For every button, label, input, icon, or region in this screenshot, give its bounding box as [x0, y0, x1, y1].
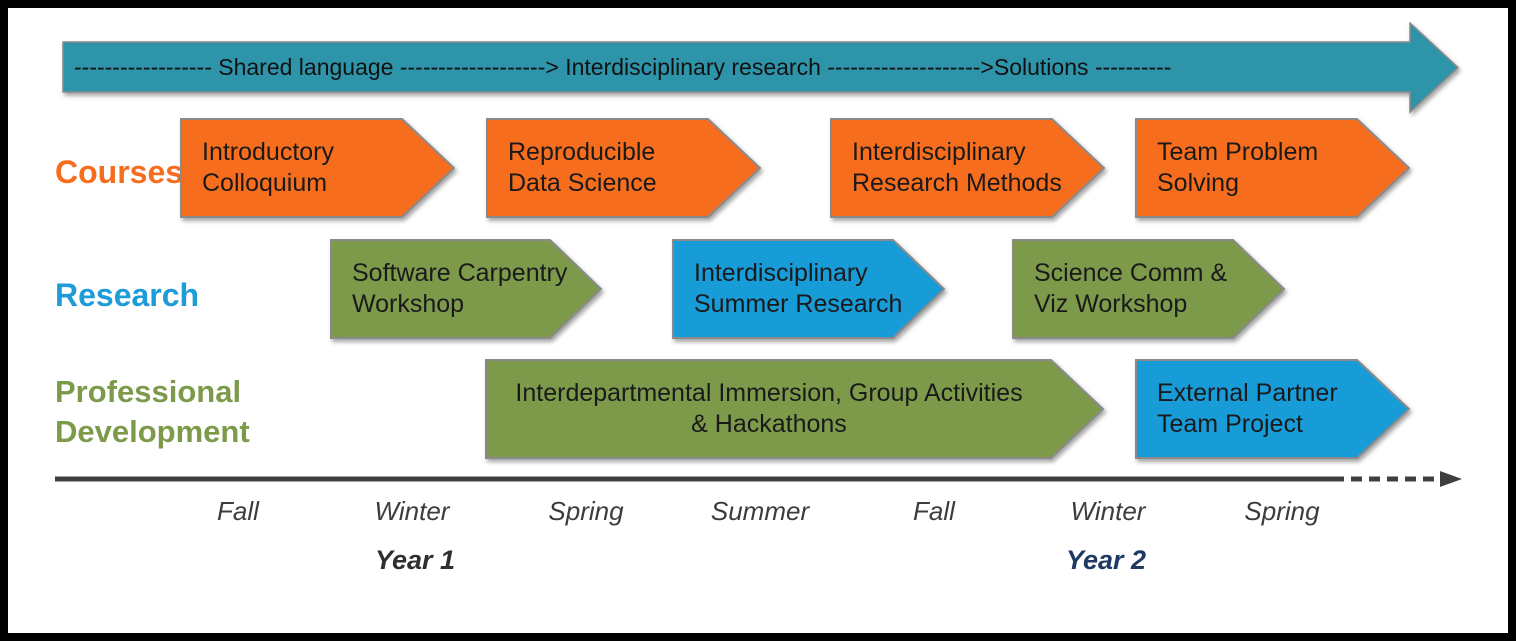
arrow-shape: [1012, 239, 1285, 339]
season-label-fall-1: Fall: [217, 496, 259, 526]
arrow-label: Interdisciplinary Research Methods: [852, 138, 1062, 197]
row-label-professional-development: Professional Development: [55, 374, 250, 449]
course-arrow-team-problem-solving: Team Problem Solving: [1135, 118, 1410, 218]
arrow-label: Interdisciplinary Summer Research: [694, 259, 903, 318]
arrow-shape: [180, 118, 455, 218]
course-arrow-introductory-colloquium: Introductory Colloquium: [180, 118, 455, 218]
research-arrow-science-comm-viz-workshop: Science Comm & Viz Workshop: [1012, 239, 1285, 339]
year-1-label: Year 1: [374, 545, 456, 575]
season-label-fall-2: Fall: [913, 496, 955, 526]
course-arrow-interdisciplinary-research-methods: Interdisciplinary Research Methods: [830, 118, 1105, 218]
season-label-winter-2: Winter: [1070, 496, 1146, 526]
arrow-shape: [672, 239, 945, 339]
arrow-label: Team Problem Solving: [1157, 138, 1319, 197]
timeline-axis-arrow: [55, 471, 1462, 487]
arrow-label: Software Carpentry Workshop: [352, 259, 568, 318]
arrow-shape: [1135, 118, 1410, 218]
arrow-label: Reproducible Data Science: [508, 138, 657, 197]
axis-arrowhead-icon: [1440, 471, 1462, 487]
season-label-spring-2: Spring: [1244, 496, 1320, 526]
research-arrow-software-carpentry-workshop: Software Carpentry Workshop: [330, 239, 602, 339]
arrow-shape: [1135, 359, 1410, 459]
arrow-label: Interdepartmental Immersion, Group Activ…: [515, 379, 1023, 438]
research-arrow-interdisciplinary-summer-research: Interdisciplinary Summer Research: [672, 239, 945, 339]
arrow-label: Introductory Colloquium: [202, 138, 335, 197]
banner-arrow-shape: [62, 22, 1460, 114]
season-label-summer: Summer: [710, 496, 810, 526]
banner-text: ------------------ Shared language -----…: [74, 54, 1172, 80]
arrow-shape: [485, 359, 1105, 459]
profdev-arrow-external-partner-team-project: External Partner Team Project: [1135, 359, 1410, 459]
arrow-label: Science Comm & Viz Workshop: [1034, 259, 1228, 318]
diagram-stage: ------------------ Shared language -----…: [8, 8, 1508, 633]
profdev-arrow-interdepartmental-immersion: Interdepartmental Immersion, Group Activ…: [485, 359, 1105, 459]
arrow-label: External Partner Team Project: [1157, 379, 1338, 438]
arrow-shape: [830, 118, 1105, 218]
season-label-spring-1: Spring: [548, 496, 624, 526]
arrow-shape: [330, 239, 602, 339]
arrow-shape: [486, 118, 761, 218]
course-arrow-reproducible-data-science: Reproducible Data Science: [486, 118, 761, 218]
row-label-research: Research: [55, 277, 200, 313]
row-label-courses: Courses: [55, 154, 184, 190]
year-2-label: Year 2: [1065, 545, 1147, 575]
season-label-winter-1: Winter: [374, 496, 450, 526]
phases-banner: ------------------ Shared language -----…: [8, 8, 1508, 128]
